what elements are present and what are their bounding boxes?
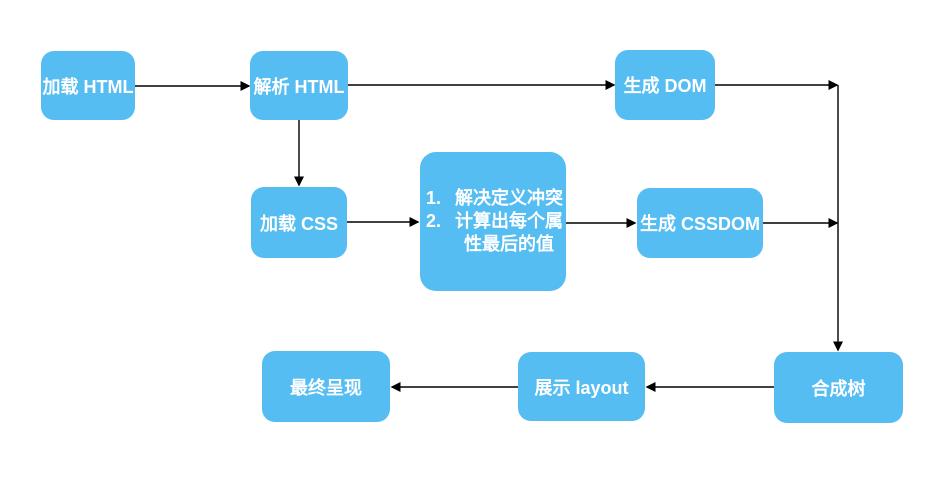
node-load-css: 加载 CSS [251,187,347,258]
step-label: 计算出每个属性最后的值 [455,211,563,254]
node-parse-html: 解析 HTML [250,51,348,120]
node-generate-cssdom: 生成 CSSDOM [637,188,763,258]
step-resolve-conflicts: 1. 解决定义冲突 [426,187,565,210]
step-compute-values: 2. 计算出每个属性最后的值 [426,210,565,256]
step-label: 解决定义冲突 [455,188,563,208]
node-style-computation: 1. 解决定义冲突 2. 计算出每个属性最后的值 [420,152,566,291]
node-display-layout: 展示 layout [518,352,645,421]
node-composite-tree: 合成树 [774,352,903,423]
node-generate-dom: 生成 DOM [615,50,715,120]
node-load-html: 加载 HTML [41,51,135,120]
node-final-render: 最终呈现 [262,351,390,422]
step-number: 1. [426,188,442,208]
style-computation-steps: 1. 解决定义冲突 2. 计算出每个属性最后的值 [421,187,565,256]
step-number: 2. [426,211,442,231]
